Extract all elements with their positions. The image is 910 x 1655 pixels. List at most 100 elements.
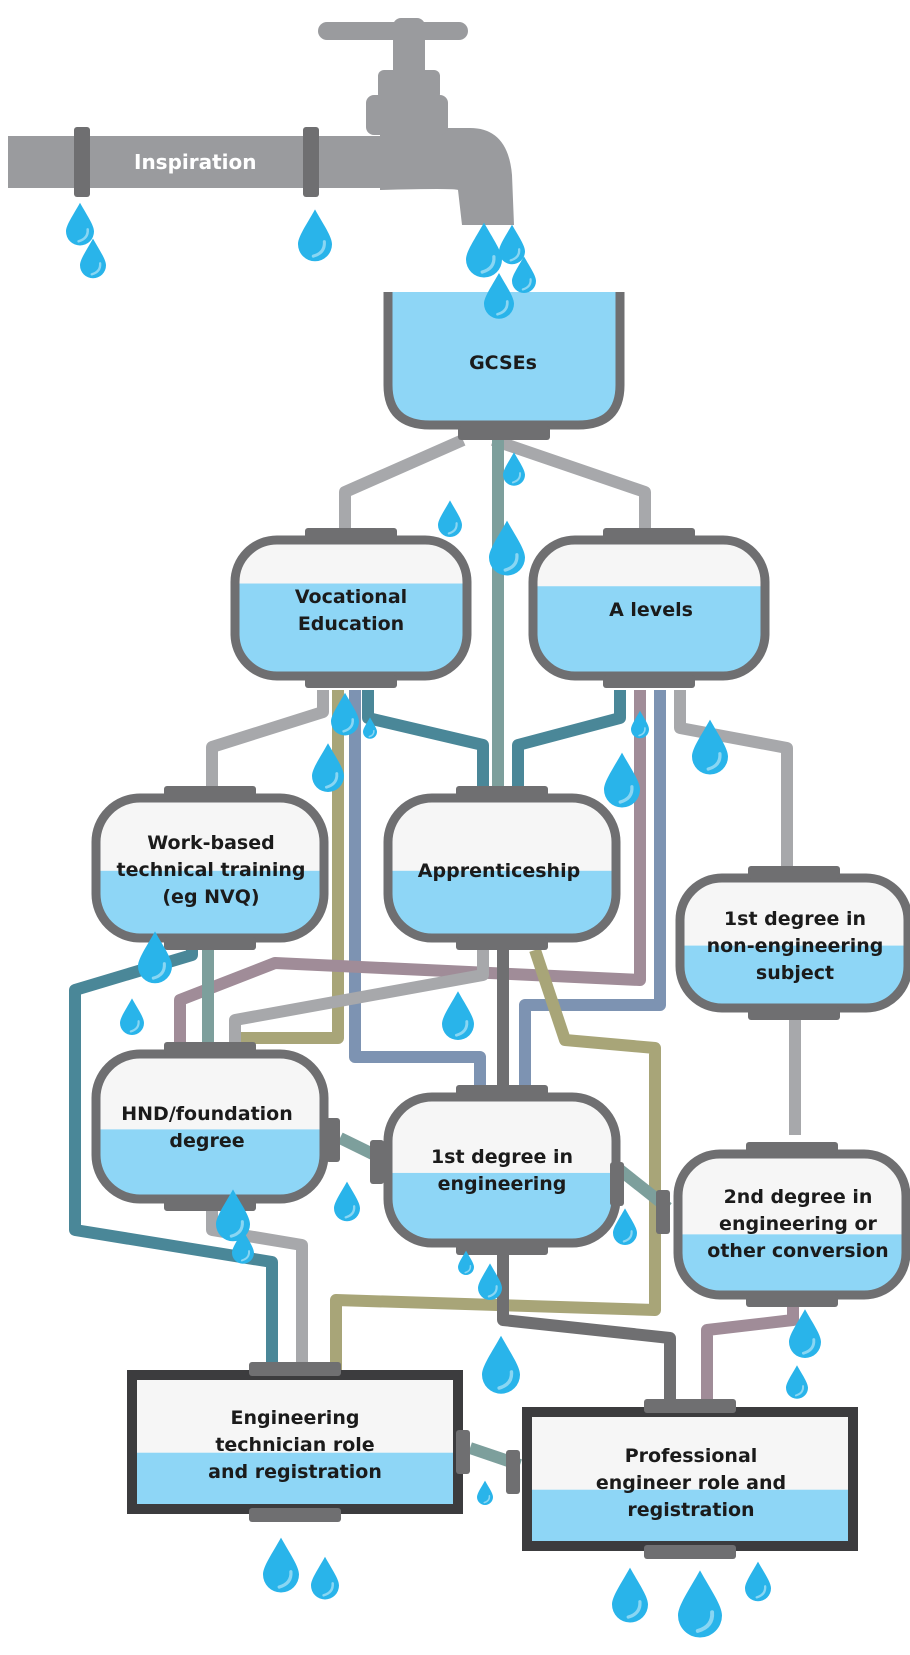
- alevels-tank-bottom-cap: [603, 675, 695, 688]
- gcses-bottom-cap: [458, 426, 550, 440]
- tanks: [91, 292, 910, 1559]
- water-drop-icon: [458, 1250, 474, 1275]
- water-drop-icon: [298, 209, 332, 262]
- professional-tank-water: [527, 1489, 853, 1546]
- hnd-side-connector: [326, 1118, 340, 1162]
- apprenticeship-tank-bottom-cap: [456, 937, 548, 950]
- second-degree-tank-water: [678, 1234, 906, 1295]
- water-drop-highlight: [801, 1338, 816, 1355]
- workbased-tank-bottom-cap: [164, 937, 256, 950]
- water-drop-icon: [311, 1556, 339, 1600]
- non-engineering-tank-bottom-cap: [748, 1007, 840, 1020]
- water-drop-highlight: [483, 1495, 491, 1504]
- pipe-second-professional: [701, 1295, 799, 1400]
- pipe-work-technician: [69, 940, 278, 1370]
- workbased-tank-top-cap: [164, 786, 256, 799]
- water-drop-icon: [789, 1309, 821, 1358]
- vocational-tank: [230, 528, 472, 688]
- water-drop-highlight: [497, 1370, 514, 1390]
- alevels-tank: [528, 528, 770, 688]
- second-degree-tank: [673, 1142, 910, 1307]
- second-left-connector: [656, 1190, 670, 1234]
- water-drop-icon: [466, 222, 502, 278]
- water-drop-highlight: [151, 962, 166, 980]
- engdeg-right-connector: [610, 1162, 624, 1206]
- non-engineering-label: 1st degree in non-engineering subject: [706, 908, 884, 984]
- water-drop-highlight: [464, 1265, 472, 1274]
- water-drop-highlight: [511, 472, 522, 484]
- pipe-voc-workbased: [206, 690, 329, 790]
- pipe-app-technician-olive: [330, 948, 661, 1370]
- second-degree-label: 2nd degree in engineering or other conve…: [707, 1186, 889, 1262]
- professional-label: Professional engineer role and registrat…: [595, 1445, 787, 1521]
- eng-degree-tank-top-cap: [456, 1085, 548, 1098]
- pipe-alev-apprentice: [512, 690, 626, 795]
- workbased-tank-water: [96, 870, 324, 938]
- water-drop-icon: [66, 202, 94, 246]
- water-drop-icon: [216, 1189, 250, 1242]
- water-drop-highlight: [509, 248, 521, 262]
- workbased-label: Work-based technical training (eg NVQ): [116, 832, 306, 908]
- water-drop-highlight: [77, 228, 89, 243]
- pipe-voc-apprentice: [362, 690, 489, 795]
- gcses-tank: [383, 292, 625, 440]
- water-drop-icon: [120, 998, 144, 1035]
- water-drops: [66, 202, 821, 1638]
- water-drop-icon: [363, 717, 377, 739]
- water-drop-icon: [263, 1537, 299, 1593]
- engdeg-left-connector: [370, 1140, 384, 1184]
- water-drop-icon: [484, 273, 514, 319]
- technician-side-connector: [456, 1430, 470, 1474]
- second-degree-tank-top-cap: [746, 1142, 838, 1155]
- pipe-alev-hnd-mauve: [174, 690, 646, 1042]
- water-drop-highlight: [454, 1020, 469, 1037]
- pipe-voc-engdeg-blue: [349, 690, 486, 1085]
- pipe-app-hnd-grey: [229, 950, 489, 1042]
- water-drop-icon: [786, 1365, 808, 1399]
- water-drop-highlight: [638, 727, 646, 737]
- water-drop-icon: [745, 1561, 771, 1602]
- water-drop-icon: [478, 1263, 502, 1300]
- hnd-tank: [91, 1042, 329, 1211]
- vocational-label: Vocational Education: [294, 586, 408, 635]
- water-drop-highlight: [229, 1220, 244, 1238]
- water-drop-highlight: [618, 785, 634, 804]
- water-drop-highlight: [521, 278, 532, 291]
- inspiration-label: Inspiration: [134, 150, 257, 174]
- technician-tank-bottom-cap: [249, 1508, 341, 1522]
- water-drop-highlight: [622, 1230, 633, 1243]
- pipe-hnd-technician: [206, 1200, 308, 1370]
- water-drop-icon: [477, 1480, 493, 1505]
- technician-label: Engineering technician role and registra…: [208, 1407, 382, 1483]
- water-drop-icon: [138, 931, 172, 984]
- water-drop-icon: [604, 752, 640, 808]
- water-drop-icon: [503, 452, 525, 486]
- eng-degree-tank-water: [388, 1172, 616, 1243]
- professional-side-connector: [506, 1450, 520, 1494]
- pipe-alev-noneng: [674, 690, 793, 868]
- apprenticeship-tank-water: [388, 870, 616, 938]
- alevels-tank-water: [533, 586, 765, 676]
- water-drop-highlight: [626, 1600, 642, 1619]
- water-drop-icon: [482, 1335, 520, 1394]
- technician-tank-top-cap: [249, 1362, 341, 1376]
- connector-pipes: [69, 434, 801, 1471]
- water-drop-highlight: [129, 1020, 140, 1033]
- pipe-voc-hnd-olive: [238, 690, 344, 1044]
- non-engineering-tank-top-cap: [748, 866, 840, 879]
- water-drop-highlight: [447, 522, 458, 535]
- water-drop-highlight: [706, 752, 722, 771]
- non-engineering-tank: [675, 866, 910, 1020]
- non-engineering-tank-water: [680, 945, 908, 1008]
- hnd-tank-water: [96, 1129, 324, 1199]
- water-drop-icon: [631, 710, 649, 739]
- water-drop-icon: [489, 520, 525, 576]
- water-drop-icon: [612, 1567, 648, 1623]
- water-drop-highlight: [240, 1250, 251, 1262]
- professional-tank-top-cap: [644, 1399, 736, 1413]
- apprenticeship-tank-top-cap: [456, 786, 548, 799]
- water-drop-highlight: [487, 1285, 498, 1298]
- water-drop-highlight: [480, 255, 496, 274]
- pipe-alev-engdeg-blue: [519, 690, 666, 1085]
